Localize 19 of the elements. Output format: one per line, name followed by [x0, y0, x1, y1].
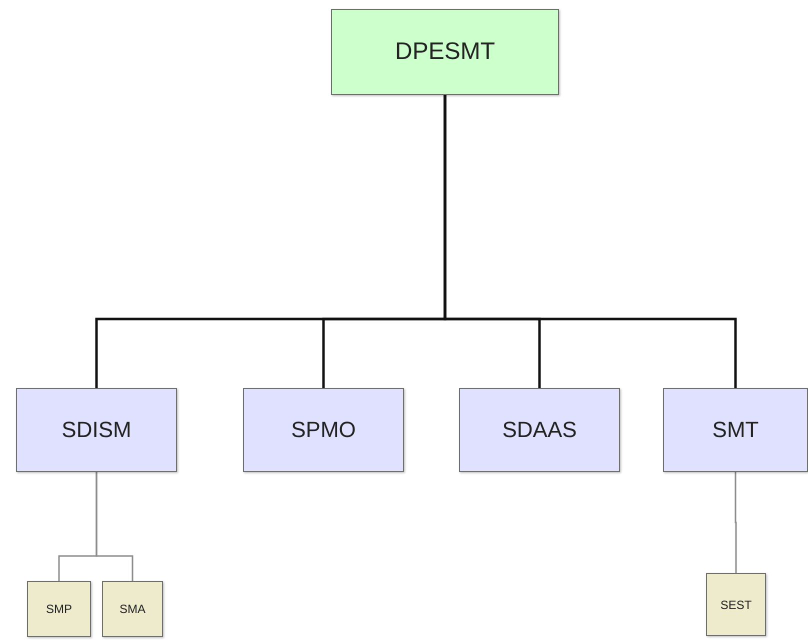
- box-label: SMP: [46, 602, 72, 616]
- connector-line: [734, 472, 737, 573]
- org-box: [331, 9, 559, 95]
- org-box: [459, 388, 620, 472]
- box-label: DPESMT: [394, 38, 495, 66]
- box-label: SPMO: [291, 417, 356, 443]
- org-box: [706, 573, 766, 636]
- box-label: SMT: [712, 417, 759, 443]
- box-label: SDAAS: [502, 417, 577, 443]
- org-box: [663, 388, 808, 472]
- org-box: [16, 388, 177, 472]
- box-label: SDISM: [62, 417, 132, 443]
- box-label: SEST: [720, 598, 752, 612]
- connector-line: [444, 95, 737, 388]
- org-box: [27, 581, 91, 637]
- box-label: SMA: [119, 602, 146, 616]
- org-box: [243, 388, 404, 472]
- org-box: [102, 581, 163, 637]
- connector-line: [96, 472, 134, 581]
